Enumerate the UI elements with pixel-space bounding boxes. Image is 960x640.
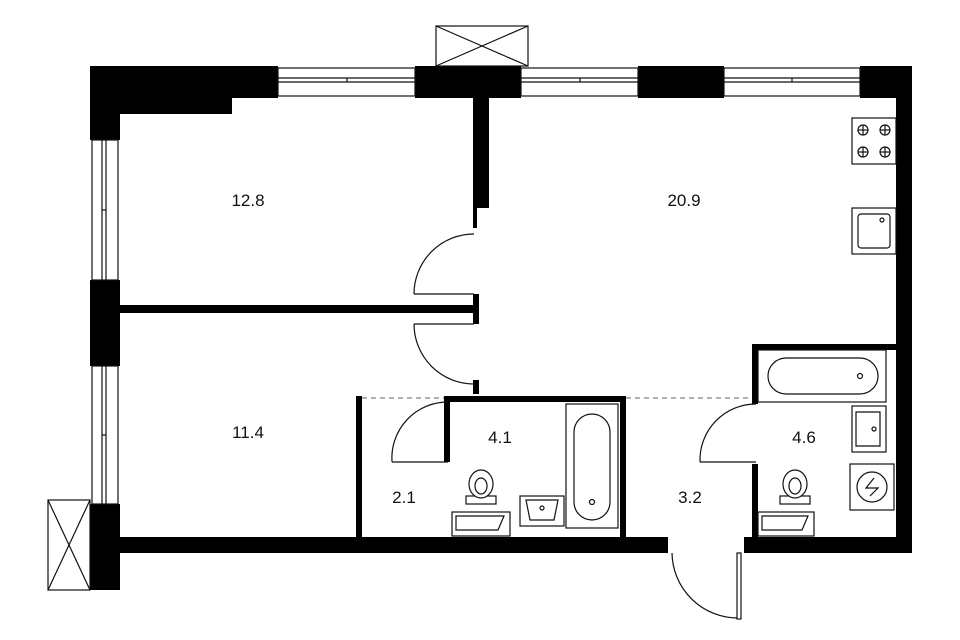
bathtub-icon — [565, 403, 619, 529]
door-swing-icon — [413, 233, 475, 295]
toilet-icon — [779, 469, 811, 505]
room-area-label-closet: 2.1 — [392, 488, 416, 507]
washing-machine-icon — [849, 463, 895, 511]
room-area-label-living-kitchen: 20.9 — [667, 191, 700, 210]
sink-icon — [519, 495, 565, 527]
room-area-label-bedroom-top: 12.8 — [231, 191, 264, 210]
door-swing-icon — [699, 403, 757, 463]
door-swing-icon — [391, 401, 449, 463]
window-icon — [91, 365, 119, 505]
room-area-label-bathroom-2: 4.6 — [792, 428, 816, 447]
bathtub-icon — [757, 349, 887, 403]
room-area-label-bathroom-1: 4.1 — [488, 428, 512, 447]
exterior-walls — [90, 66, 912, 590]
window-icon — [91, 139, 119, 281]
balcony-vent-icon — [435, 25, 529, 67]
room-area-label-bedroom-bottom: 11.4 — [232, 423, 264, 442]
room-labels: 12.8 20.9 11.4 4.1 4.6 2.1 3.2 — [231, 191, 815, 507]
window-icon — [520, 67, 639, 97]
toilet-icon — [465, 469, 497, 505]
window-icon — [723, 67, 861, 97]
door-swing-icon — [413, 323, 475, 385]
door-swing-icon — [671, 552, 742, 620]
room-area-label-hallway: 3.2 — [678, 488, 702, 507]
balcony-vent-icon — [47, 499, 91, 591]
interior-walls — [120, 96, 896, 538]
cabinet-icon — [757, 511, 815, 537]
stove-icon — [851, 117, 897, 165]
window-icon — [277, 67, 416, 97]
kitchen-sink-icon — [851, 207, 897, 255]
cabinet-icon — [451, 511, 511, 537]
sink-icon — [851, 405, 887, 453]
